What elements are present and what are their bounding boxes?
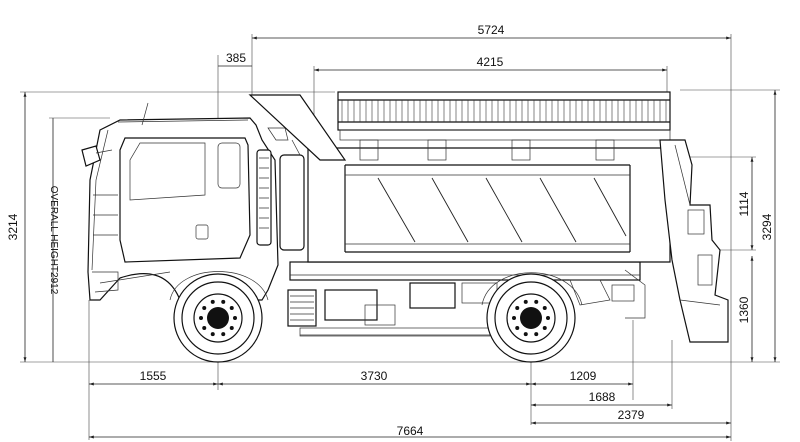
dim-cab-offset-label: 385 (226, 51, 246, 65)
spreader-grid (337, 91, 671, 141)
dim-height-3294-label: 3294 (760, 213, 774, 240)
rear-wheel (481, 272, 583, 363)
dim-height-1360-label: 1360 (737, 296, 751, 323)
dim-overall-length-label: 7664 (397, 424, 424, 438)
dim-rear-1688: 1688 (531, 340, 673, 409)
dump-body (248, 94, 671, 263)
front-wheel (169, 271, 269, 363)
cab (81, 102, 279, 301)
dim-grid-length-label: 4215 (477, 55, 504, 69)
dim-front-overhang-label: 1555 (140, 369, 167, 383)
dim-overall-height-inner: OVERALL HEIGHT2912 (48, 117, 110, 362)
rear-attachment (611, 139, 729, 343)
dim-overall-length: 7664 (89, 340, 732, 441)
dim-body-length: 5724 (251, 23, 732, 340)
dim-rear-1688-label: 1688 (589, 390, 616, 404)
truck-outline (81, 91, 729, 363)
dim-height-1114-label: 1114 (737, 191, 751, 216)
dim-rear-2379: 2379 (531, 408, 731, 425)
dim-rear-1209-label: 1209 (570, 369, 597, 383)
dim-body-length-label: 5724 (478, 23, 505, 37)
dim-height-3294: 3294 (680, 89, 780, 362)
dim-overall-height: 3214 (6, 91, 780, 363)
underbody (287, 279, 611, 337)
overall-height-inner-label: OVERALL HEIGHT2912 (48, 186, 59, 295)
cab-rear-equipment (256, 127, 305, 251)
dim-rear-2379-label: 2379 (618, 408, 645, 422)
dim-height-1360: 1360 (737, 256, 754, 362)
dim-overall-height-label: 3214 (6, 213, 20, 240)
dim-wheelbase-label: 3730 (361, 369, 388, 383)
